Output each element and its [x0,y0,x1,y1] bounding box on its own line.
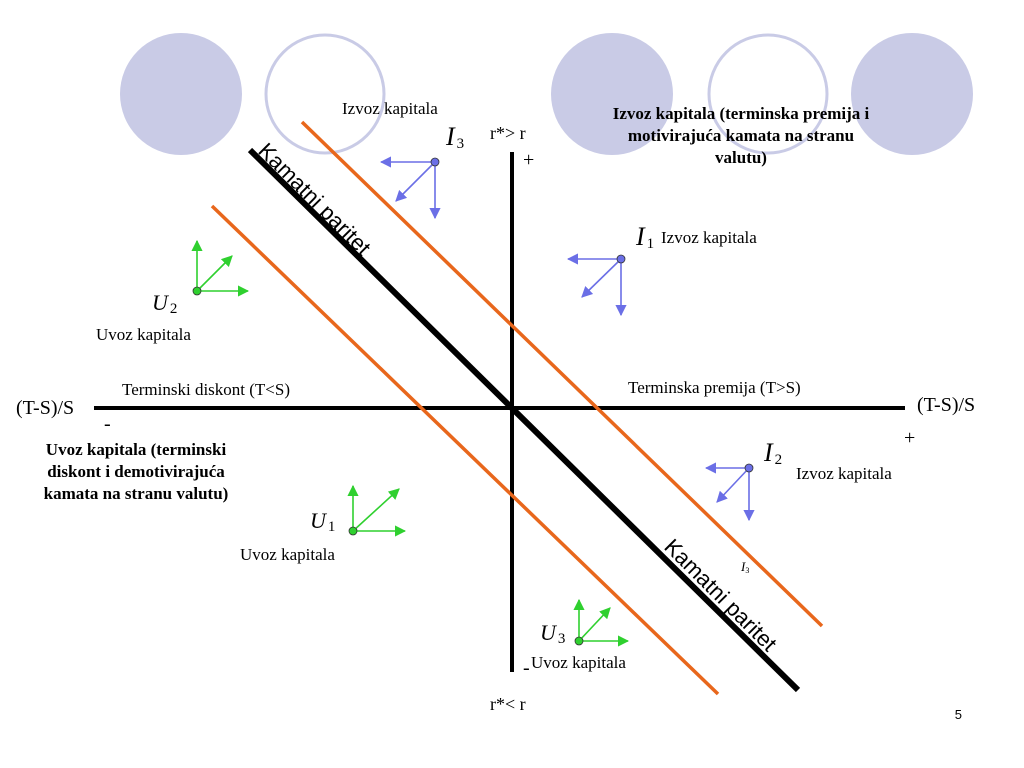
parity-line [247,147,801,693]
axis-right-sign: + [904,427,916,449]
axis-bottom-label: r*< r [490,694,526,714]
point-U2-caption: Uvoz kapitala [96,325,191,344]
arrows-I1 [566,253,627,317]
decor-circle-4 [707,33,829,155]
forward-discount-label: Terminski diskont (T<S) [122,380,290,399]
decor-circle-3 [551,33,673,155]
forward-premium-label: Terminska premija (T>S) [628,378,801,397]
axis-top-sign: + [523,149,535,171]
axis-top-label: r*> r [490,123,526,143]
point-I2-caption: Izvoz kapitala [796,464,892,483]
point-I3-small-symbol: I3 [741,559,750,575]
export-explanation: Izvoz kapitala (terminska premija i moti… [612,104,870,167]
import-explanation: Uvoz kapitala (terminski diskont i demot… [43,440,229,503]
orange-line-upper [300,120,824,628]
point-I1-caption: Izvoz kapitala [661,228,757,247]
point-I3-caption: Izvoz kapitala [342,99,438,118]
decor-circle-1 [120,33,242,155]
arrows-I2 [704,462,755,522]
point-U1-caption: Uvoz kapitala [240,545,335,564]
decor-circle-5 [851,33,973,155]
arrows-U3 [573,598,630,647]
decorative-circles [120,33,973,155]
arrows-U2 [191,239,250,297]
arrows-I3 [379,156,441,220]
axis-bottom-sign: - [523,657,530,679]
axis-left-label: (T-S)/S [16,397,75,419]
arrows-U1 [347,484,407,537]
point-U3-caption: Uvoz kapitala [531,653,626,672]
axis-right-label: (T-S)/S [917,394,976,416]
decor-circle-2 [264,33,386,155]
page-number: 5 [954,707,962,722]
axis-left-sign: - [104,413,111,435]
orange-line-lower [210,204,720,696]
